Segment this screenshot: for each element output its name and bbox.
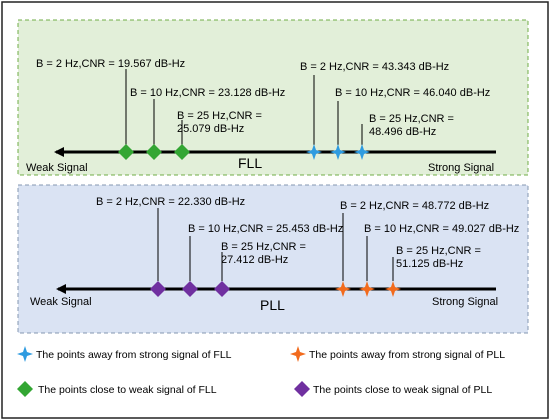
fll-weak-point-3-diamond-marker bbox=[174, 144, 190, 160]
legend-item-pll-strong: The points away from strong signal of PL… bbox=[290, 346, 505, 362]
purple-diamond-icon bbox=[294, 381, 310, 397]
pll-strong-label: Strong Signal bbox=[432, 296, 498, 308]
pll-strong-point-3: B = 25 Hz,CNR = 51.125 dB-Hz bbox=[385, 245, 484, 297]
pll-weak-point-1-label: B = 2 Hz,CNR = 22.330 dB-Hz bbox=[96, 196, 245, 208]
pll-weak-point-3: B = 25 Hz,CNR = 27.412 dB-Hz bbox=[214, 241, 309, 297]
fll-strong-point-2-star-marker bbox=[330, 144, 346, 160]
fll-strong-point-2: B = 10 Hz,CNR = 46.040 dB-Hz bbox=[330, 87, 490, 160]
pll-weak-point-2: B = 10 Hz,CNR = 25.453 dB-Hz bbox=[182, 223, 343, 297]
legend-label-fll-strong: The points away from strong signal of FL… bbox=[36, 349, 232, 361]
pll-weak-point-3-diamond-marker bbox=[214, 281, 230, 297]
pll-strong-point-1-star-marker bbox=[335, 281, 351, 297]
legend-label-pll-weak: The points close to weak signal of PLL bbox=[313, 384, 492, 396]
fll-strong-point-3-star-marker bbox=[354, 144, 370, 160]
fll-weak-point-1-diamond-marker bbox=[118, 144, 134, 160]
fll-strong-label: Strong Signal bbox=[428, 162, 494, 174]
fll-strong-point-3-label: B = 25 Hz,CNR = 48.496 dB-Hz bbox=[369, 113, 457, 138]
pll-weak-point-1-diamond-marker bbox=[150, 281, 166, 297]
pll-weak-point-2-label: B = 10 Hz,CNR = 25.453 dB-Hz bbox=[188, 223, 343, 235]
pll-strong-point-3-label: B = 25 Hz,CNR = 51.125 dB-Hz bbox=[396, 245, 484, 270]
legend-label-fll-weak: The points close to weak signal of FLL bbox=[38, 384, 217, 396]
fll-strong-point-2-label: B = 10 Hz,CNR = 46.040 dB-Hz bbox=[335, 87, 490, 99]
fll-axis-label: FLL bbox=[238, 155, 262, 171]
pll-strong-point-1-label: B = 2 Hz,CNR = 48.772 dB-Hz bbox=[340, 200, 489, 212]
fll-weak-point-1: B = 2 Hz,CNR = 19.567 dB-Hz bbox=[36, 58, 185, 160]
pll-weak-point-3-label: B = 25 Hz,CNR = 27.412 dB-Hz bbox=[221, 241, 309, 266]
legend-item-fll-weak: The points close to weak signal of FLL bbox=[17, 381, 217, 397]
fll-weak-point-2: B = 10 Hz,CNR = 23.128 dB-Hz bbox=[130, 87, 285, 160]
fll-weak-point-3: B = 25 Hz,CNR = 25.079 dB-Hz bbox=[174, 110, 265, 160]
green-diamond-icon bbox=[17, 381, 33, 397]
fll-weak-point-2-label: B = 10 Hz,CNR = 23.128 dB-Hz bbox=[130, 87, 285, 99]
legend: The points away from strong signal of FL… bbox=[17, 346, 505, 397]
legend-item-pll-weak: The points close to weak signal of PLL bbox=[294, 381, 492, 397]
fll-strong-point-1-label: B = 2 Hz,CNR = 43.343 dB-Hz bbox=[300, 61, 449, 73]
pll-strong-point-2: B = 10 Hz,CNR = 49.027 dB-Hz bbox=[359, 223, 519, 297]
fll-panel bbox=[17, 19, 529, 176]
fll-strong-point-1: B = 2 Hz,CNR = 43.343 dB-Hz bbox=[300, 61, 449, 160]
fll-weak-point-2-diamond-marker bbox=[146, 144, 162, 160]
pll-strong-point-2-star-marker bbox=[359, 281, 375, 297]
pll-strong-point-1: B = 2 Hz,CNR = 48.772 dB-Hz bbox=[335, 200, 489, 297]
blue-star-icon bbox=[17, 346, 33, 362]
pll-panel bbox=[17, 184, 529, 334]
fll-weak-point-3-label: B = 25 Hz,CNR = 25.079 dB-Hz bbox=[177, 110, 265, 135]
orange-star-icon bbox=[290, 346, 306, 362]
legend-label-pll-strong: The points away from strong signal of PL… bbox=[309, 349, 505, 361]
pll-weak-label: Weak Signal bbox=[30, 296, 92, 308]
fll-weak-label: Weak Signal bbox=[26, 162, 88, 174]
fll-strong-point-1-star-marker bbox=[306, 144, 322, 160]
pll-weak-point-1: B = 2 Hz,CNR = 22.330 dB-Hz bbox=[96, 196, 245, 297]
fll-strong-point-3: B = 25 Hz,CNR = 48.496 dB-Hz bbox=[354, 113, 457, 160]
legend-item-fll-strong: The points away from strong signal of FL… bbox=[17, 346, 232, 362]
fll-weak-point-1-label: B = 2 Hz,CNR = 19.567 dB-Hz bbox=[36, 58, 185, 70]
pll-weak-point-2-diamond-marker bbox=[182, 281, 198, 297]
pll-strong-point-3-star-marker bbox=[385, 281, 401, 297]
pll-strong-point-2-label: B = 10 Hz,CNR = 49.027 dB-Hz bbox=[364, 223, 519, 235]
pll-axis-label: PLL bbox=[260, 297, 285, 313]
